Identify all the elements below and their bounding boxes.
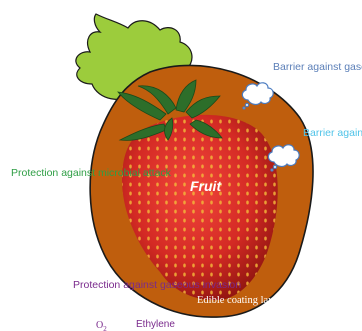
barrier-escape-label: Barrier against gaseous escape: [273, 61, 362, 74]
microbial-protection-label: Protection against microbial attack: [11, 167, 171, 180]
barrier-moisture-label: Barrier against moisture loss: [303, 127, 362, 140]
gaseous-invasion-label: Protection against gaseous invasion: [73, 279, 241, 292]
fruit-label: Fruit: [190, 180, 221, 193]
ethylene-label: Ethylene: [136, 318, 175, 331]
oxygen-label: O2: [96, 319, 107, 331]
coating-layer-label: Edible coating layer: [197, 294, 282, 307]
oxygen-subscript: 2: [103, 325, 107, 331]
